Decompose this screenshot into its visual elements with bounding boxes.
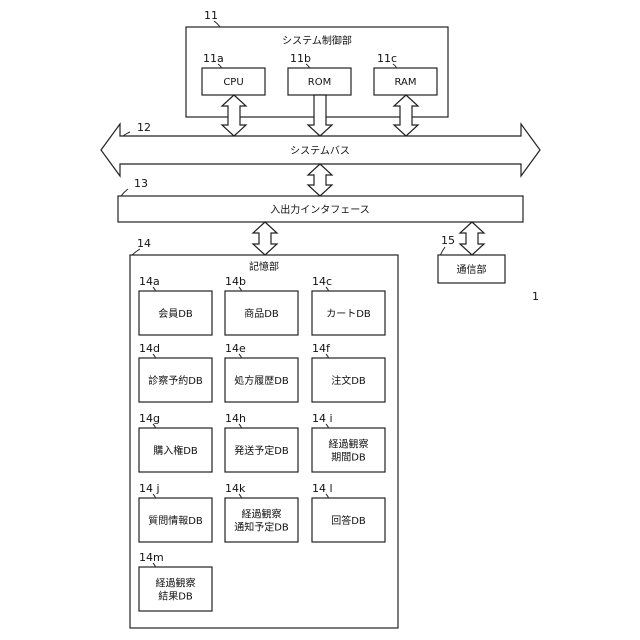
database-label: 注文DB	[331, 374, 366, 387]
leader-line	[121, 189, 128, 196]
database-label: 経過観察	[242, 508, 282, 521]
database-label: 診察予約DB	[148, 374, 203, 387]
communication-label: 通信部	[457, 263, 487, 276]
bus-io-arrow	[308, 164, 332, 196]
database-label: 結果DB	[158, 590, 193, 603]
storage-ref: 14	[137, 237, 151, 250]
database-label: 経過観察	[156, 577, 196, 590]
database-label: 質問情報DB	[148, 514, 203, 527]
io-interface-label: 入出力インタフェース	[270, 203, 370, 216]
io-comm-arrow	[460, 222, 484, 255]
database-ref: 14h	[225, 412, 246, 425]
database-ref: 14f	[312, 342, 331, 355]
database-ref: 14b	[225, 275, 246, 288]
database-ref: 14 j	[139, 482, 160, 495]
database-label: 期間DB	[331, 452, 366, 464]
rom-ref: 11b	[290, 52, 311, 65]
database-label: カートDB	[326, 308, 371, 320]
database-ref: 14m	[139, 551, 164, 564]
database-ref: 14 i	[312, 412, 333, 425]
system-control-title: システム制御部	[282, 34, 352, 47]
io-storage-arrow	[253, 222, 277, 255]
database-label: 回答DB	[331, 514, 366, 527]
storage-title: 記憶部	[249, 260, 279, 273]
database-ref: 14 l	[312, 482, 333, 495]
ram-ref: 11c	[377, 52, 397, 65]
database-label: 購入権DB	[153, 444, 198, 457]
database-label: 処方履歴DB	[234, 374, 289, 387]
cpu-label: CPU	[223, 77, 243, 88]
database-label: 発送予定DB	[234, 444, 289, 457]
communication-ref: 15	[441, 234, 455, 247]
system-control-ref: 11	[204, 9, 218, 22]
database-ref: 14d	[139, 342, 160, 355]
ram-label: RAM	[394, 77, 416, 88]
rom-label: ROM	[308, 77, 331, 88]
database-ref: 14g	[139, 412, 160, 425]
database-ref: 14e	[225, 342, 246, 355]
database-ref: 14a	[139, 275, 160, 288]
database-label: 会員DB	[158, 307, 193, 320]
database-ref: 14c	[312, 275, 332, 288]
cpu-ref: 11a	[203, 52, 224, 65]
figure-number: 1	[532, 290, 539, 303]
database-label: 経過観察	[329, 438, 369, 451]
io-interface-ref: 13	[134, 177, 148, 190]
system-bus-ref: 12	[137, 121, 151, 134]
system-bus-label: システムバス	[290, 145, 350, 157]
database-label: 通知予定DB	[234, 521, 289, 534]
database-ref: 14k	[225, 482, 246, 495]
database-label: 商品DB	[244, 307, 279, 320]
